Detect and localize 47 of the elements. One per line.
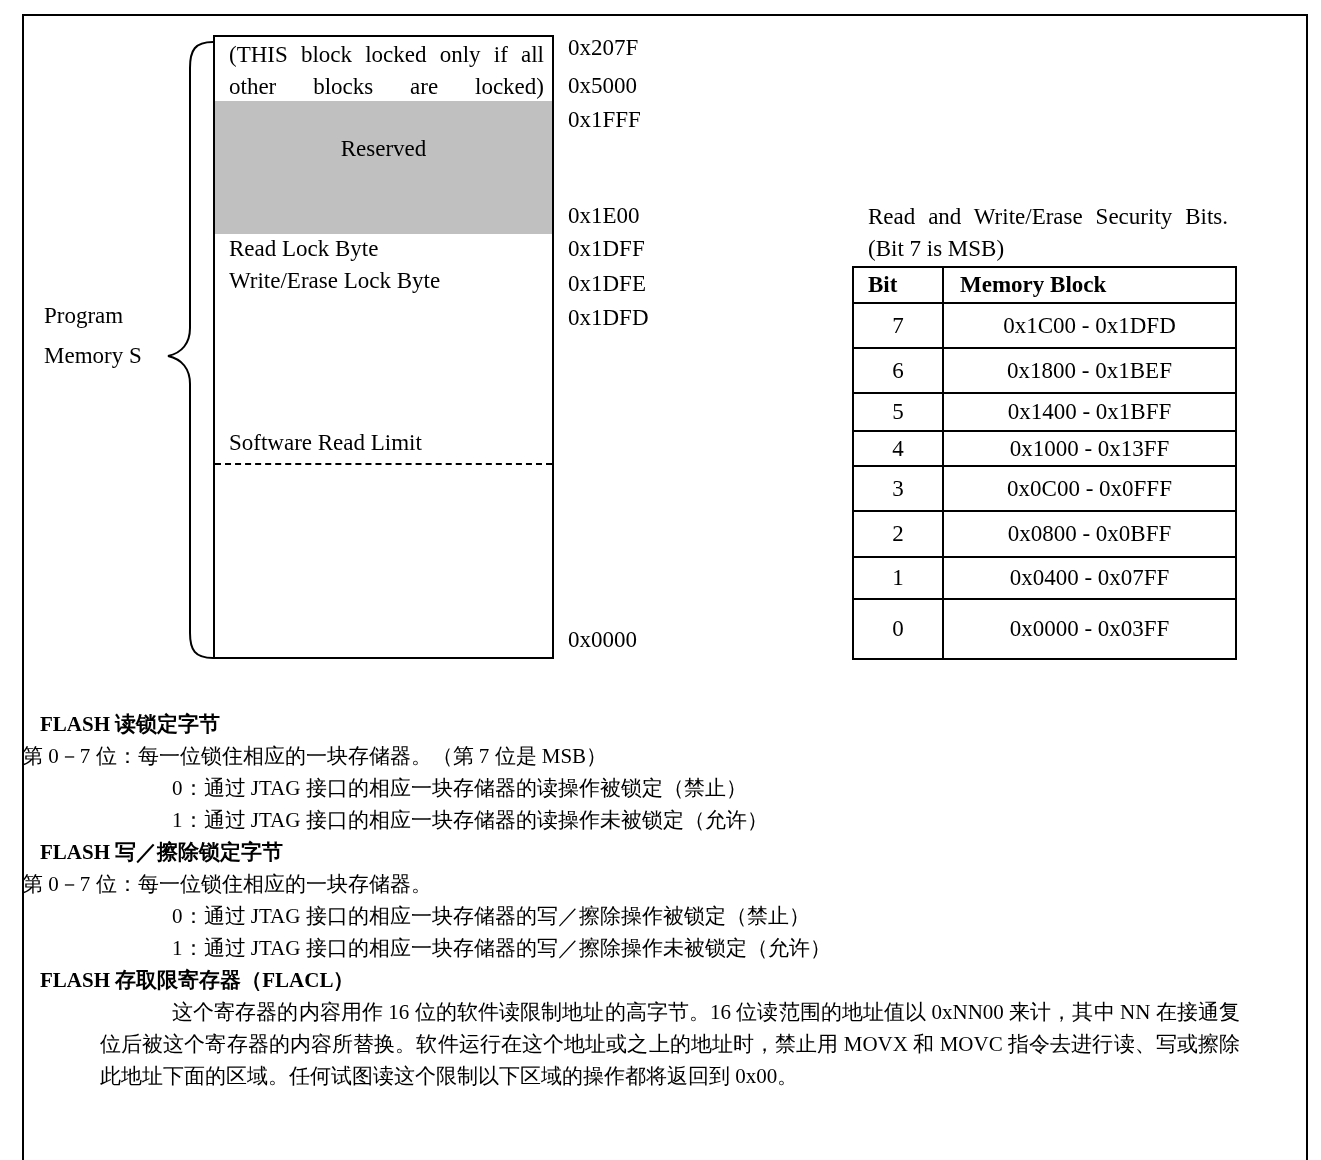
body-text: 1：通过 JTAG 接口的相应一块存储器的读操作未被锁定（允许） xyxy=(172,807,768,834)
section-heading: FLASH 读锁定字节 xyxy=(40,711,221,738)
header-cell: Memory Block xyxy=(943,267,1236,303)
table-cell: 0 xyxy=(853,599,943,659)
section-heading: FLASH 写／擦除锁定字节 xyxy=(40,839,284,866)
table-cell: 4 xyxy=(853,431,943,466)
address-label: 0x0000 xyxy=(568,626,637,654)
body-text: 0：通过 JTAG 接口的相应一块存储器的读操作被锁定（禁止） xyxy=(172,775,747,802)
table-cell: 5 xyxy=(853,393,943,431)
reserved-block xyxy=(213,101,554,236)
memory-block xyxy=(213,234,554,268)
table-cell: 0x1400 - 0x1BFF xyxy=(943,393,1236,431)
table-cell: 2 xyxy=(853,511,943,557)
address-label: 0x1DFF xyxy=(568,235,645,263)
table-cell: 0x1C00 - 0x1DFD xyxy=(943,303,1236,348)
body-text: 第 0－7 位：每一位锁住相应的一块存储器。 xyxy=(22,871,432,898)
block-label: Software Read Limit xyxy=(229,429,423,457)
block-label: Read Lock Byte xyxy=(229,235,380,263)
block-label: Reserved xyxy=(339,135,428,163)
address-label: 0x5000 xyxy=(568,72,637,100)
address-label: 0x1DFD xyxy=(568,304,649,332)
block-label: (THIS block locked only if all other blocks are locked) xyxy=(229,41,544,101)
table-cell: 0x0000 - 0x03FF xyxy=(943,599,1236,659)
body-text: 第 0－7 位：每一位锁住相应的一块存储器。（第 7 位是 MSB） xyxy=(22,743,608,770)
memory-block xyxy=(213,35,554,103)
table-cell: 1 xyxy=(853,557,943,599)
body-text: 1：通过 JTAG 接口的相应一块存储器的写／擦除操作未被锁定（允许） xyxy=(172,935,831,962)
table-cell: 6 xyxy=(853,348,943,393)
memory-block xyxy=(213,299,554,659)
table-cell: 0x1800 - 0x1BEF xyxy=(943,348,1236,393)
region-label: Program Memory S xyxy=(44,302,143,370)
body-text: 这个寄存器的内容用作 16 位的软件读限制地址的高字节。16 位读范围的地址值以 0xNN00 来计，其中 NN 在接通复位后被这个寄存器的内容所替换。软件运行在这个地址或之上的地址时，禁止用 MOVX 和 MOVC 指令去进行读、写或擦除此地址下面的区域。任何试图读这个限制以下区域的操作都将返回到 0x00。 xyxy=(100,999,1240,1090)
table-cell: 0x0800 - 0x0BFF xyxy=(943,511,1236,557)
header-cell: Bit xyxy=(853,267,943,303)
table-cell: 3 xyxy=(853,466,943,511)
address-label: 0x207F xyxy=(568,34,639,62)
table-caption: Read and Write/Erase Security Bits.(Bit 7 is MSB) xyxy=(868,203,1228,263)
table-cell: 0x0400 - 0x07FF xyxy=(943,557,1236,599)
section-heading: FLASH 存取限寄存器（FLACL） xyxy=(40,967,355,994)
address-label: 0x1DFE xyxy=(568,270,646,298)
block-label: Write/Erase Lock Byte xyxy=(229,267,442,295)
table-cell: 7 xyxy=(853,303,943,348)
address-label: 0x1FFF xyxy=(568,106,641,134)
address-label: 0x1E00 xyxy=(568,202,640,230)
table-cell: 0x1000 - 0x13FF xyxy=(943,431,1236,466)
table-cell: 0x0C00 - 0x0FFF xyxy=(943,466,1236,511)
body-text: 0：通过 JTAG 接口的相应一块存储器的写／擦除操作被锁定（禁止） xyxy=(172,903,810,930)
